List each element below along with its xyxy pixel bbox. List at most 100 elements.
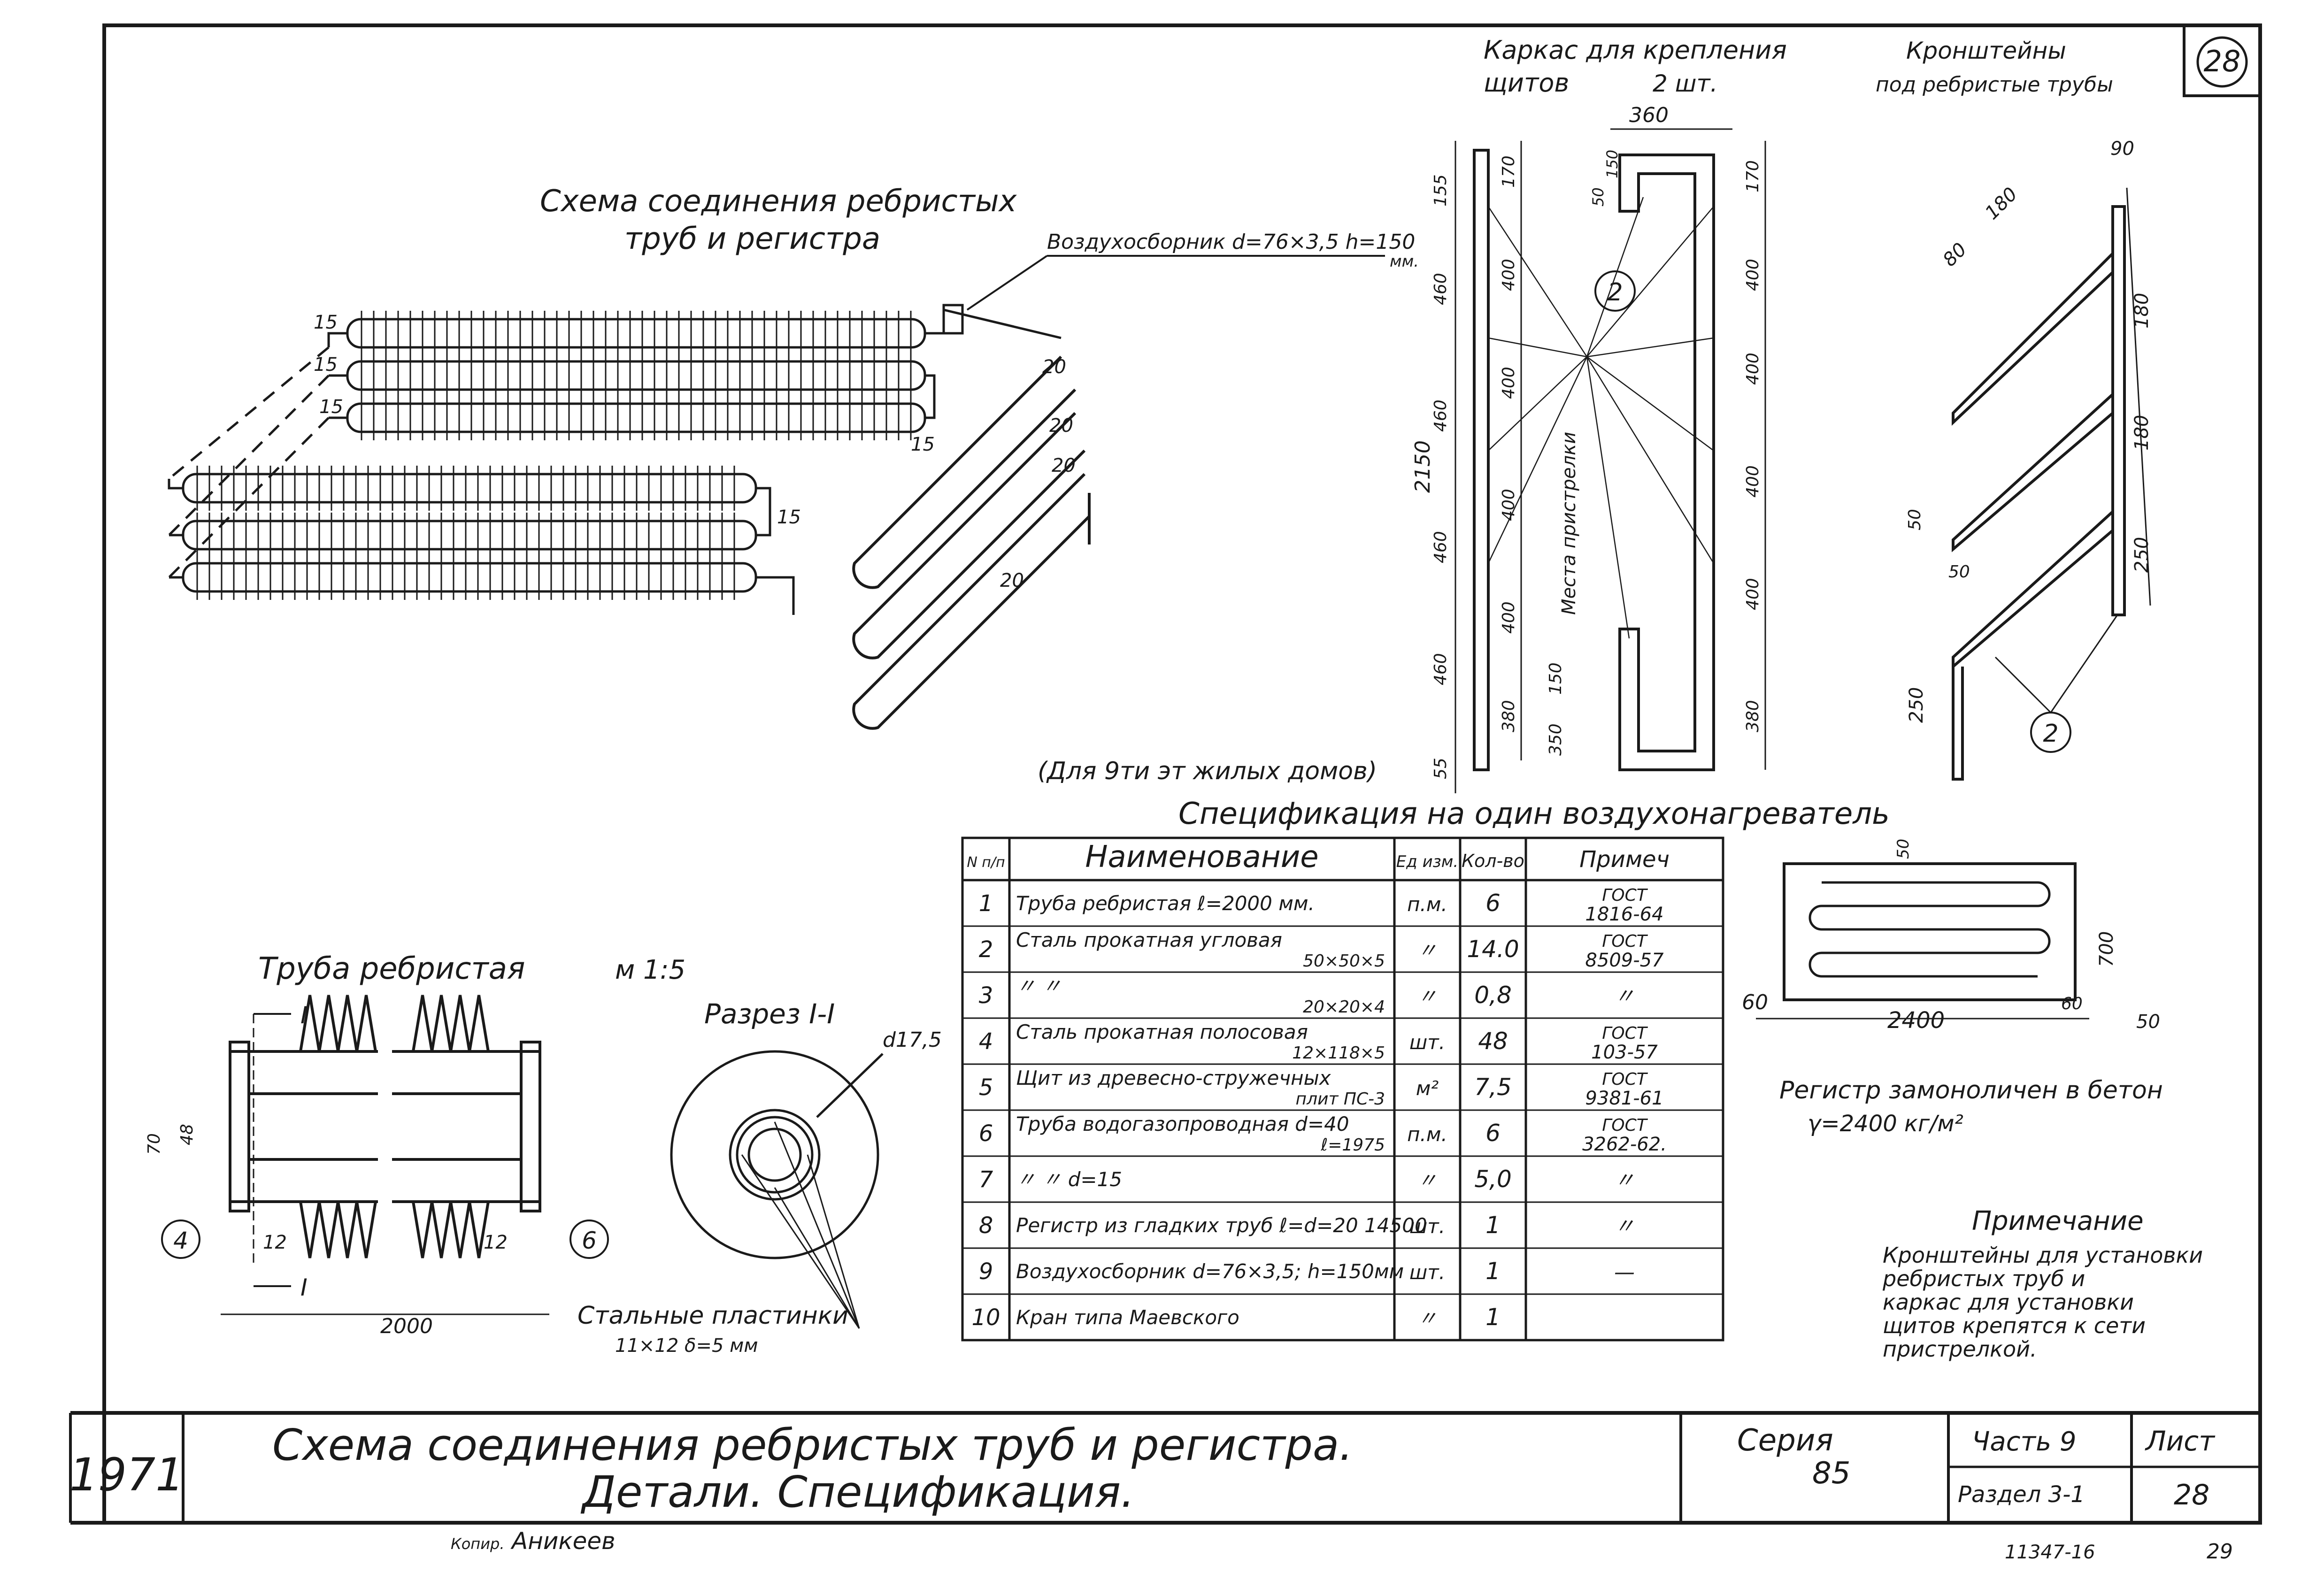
dim-post-3: 400 [1499, 489, 1518, 521]
register-detail: 60 2400 60 50 700 50 Регистр замоноличен… [1742, 839, 2163, 1137]
spec-row-unit: 〃 [1417, 939, 1437, 962]
register-caption-line1: Регистр замоноличен в бетон [1779, 1076, 2163, 1104]
section-title: Разрез I-I [704, 998, 835, 1030]
register-dim-4: 700 [2096, 931, 2117, 967]
section-circles [670, 1050, 884, 1259]
spec-row-unit: п.м. [1407, 893, 1447, 916]
dim-15-c: 15 [319, 396, 343, 418]
pipe-dim-70: 70 [145, 1133, 164, 1155]
spec-row-note: 〃 [1614, 1214, 1635, 1238]
frame-post [1454, 141, 1522, 793]
spec-row-num: 4 [979, 1028, 993, 1055]
frame-width-dim: 360 [1629, 103, 1669, 127]
spec-row-num: 3 [979, 982, 993, 1009]
series-value: 85 [1812, 1456, 1850, 1491]
spec-row-note: 〃 [1614, 1168, 1635, 1192]
pipe-detail-title: Труба ребристая [258, 951, 525, 986]
note-line-0: Кронштейны для установки [1883, 1243, 2203, 1268]
dim-20-b: 20 [1049, 415, 1073, 437]
spec-row-qty: 0,8 [1474, 982, 1512, 1009]
spec-header-0: N п/п [967, 854, 1005, 871]
spec-header-3: Кол-во [1462, 851, 1524, 871]
dim-20-d: 20 [1000, 570, 1024, 591]
dim-15-b: 15 [314, 354, 338, 376]
spec-row-qty: 48 [1478, 1028, 1508, 1055]
plates-label: Стальные пластинки [577, 1302, 848, 1330]
title-block: 1971 Схема соединения ребристых труб и р… [69, 1411, 2260, 1525]
drawing-title-line1: Схема соединения ребристых труб и регист… [272, 1420, 1353, 1470]
spec-table: Спецификация на один воздухонагреватель … [961, 797, 1890, 1342]
section-dim: d17,5 [883, 1028, 942, 1052]
bracket-dim-0: 90 [2110, 138, 2134, 160]
footer: Копир. Аникеев 11347-16 29 [451, 1527, 2233, 1564]
sheet-number-badge: 28 [2183, 24, 2262, 97]
bracket-dim-8: 250 [1906, 687, 1927, 723]
spec-row-num: 10 [971, 1304, 1000, 1331]
brackets-title-line1: Кронштейны [1906, 37, 2066, 64]
dim-post-4: 400 [1499, 601, 1518, 634]
spec-row-note-extra: 1816-64 [1585, 904, 1663, 925]
drawing-title-line2: Детали. Спецификация. [580, 1467, 1134, 1517]
dim-15-d: 15 [911, 434, 935, 455]
spec-row-qty: 5,0 [1474, 1166, 1512, 1193]
pipe-marker-6: 6 [582, 1227, 597, 1254]
spec-row-unit: шт. [1409, 1215, 1445, 1238]
note-line-3: щитов крепятся к сети [1883, 1313, 2146, 1338]
section-detail: Разрез I-I d17,5 Стальные пластинки 11×1… [577, 998, 942, 1357]
spec-header-1: Наименование [1085, 840, 1318, 874]
register-dim-0: 60 [1742, 990, 1768, 1014]
spec-row-name-extra: плит ПС-3 [1296, 1089, 1385, 1109]
spec-row-name: Щит из древесно-стружечных [1016, 1066, 1331, 1089]
sheet-value: 28 [2174, 1479, 2209, 1511]
frame-block: Каркас для крепления щитов 2 шт. 360 215… [1411, 35, 1787, 793]
pipe-dim-12-a: 12 [263, 1232, 287, 1253]
bracket-dim-7: 50 [1948, 562, 1970, 582]
dim-right-0: 170 [1743, 160, 1762, 192]
page-num: 29 [2207, 1540, 2233, 1564]
register-dim-5: 50 [1894, 839, 1913, 859]
bracket-dim-4: 180 [2131, 415, 2153, 451]
spec-row-name: Кран типа Маевского [1016, 1306, 1239, 1329]
frame-qty: 2 шт. [1653, 70, 1717, 97]
shot-label: Места пристрелки [1558, 432, 1580, 615]
dim-left-2: 460 [1431, 399, 1450, 432]
spec-row-note: ГОСТ [1602, 1024, 1648, 1043]
collector-label: Воздухосборник d=76×3,5 h=150 [1047, 230, 1415, 254]
spec-row-note: ГОСТ [1602, 1116, 1648, 1135]
note-line-1: ребристых труб и [1882, 1266, 2085, 1291]
spec-header-2: Ед изм. [1396, 852, 1458, 871]
spec-row-num: 7 [979, 1166, 993, 1193]
spec-row-qty: 1 [1485, 1304, 1501, 1331]
dim-misc-2: 150 [1546, 662, 1565, 695]
dim-post-2: 400 [1499, 367, 1518, 399]
dim-left-1: 460 [1431, 273, 1450, 305]
connection-scheme: Схема соединения ребристых труб и регист… [168, 184, 1419, 785]
register-coil [852, 355, 1091, 730]
scheme-title-line1: Схема соединения ребристых [540, 184, 1017, 219]
spec-row-unit: шт. [1409, 1261, 1445, 1284]
dim-post-1: 400 [1499, 259, 1518, 291]
part-label: Часть 9 [1972, 1427, 2077, 1457]
pipe-dim-12-b: 12 [484, 1232, 508, 1253]
dim-post-5: 380 [1499, 700, 1518, 732]
register-dim-1: 2400 [1887, 1007, 1945, 1034]
dim-left-4: 460 [1431, 653, 1450, 685]
scheme-note: (Для 9ти эт жилых домов) [1038, 757, 1377, 785]
collector-unit: мм. [1390, 252, 1419, 271]
spec-row-unit: 〃 [1417, 985, 1437, 1008]
spec-row-num: 9 [979, 1258, 993, 1285]
pipe-dim-48: 48 [177, 1124, 197, 1145]
bracket-dim-6: 50 [1905, 509, 1924, 530]
spec-row-num: 5 [979, 1074, 993, 1101]
dim-left-5: 55 [1431, 758, 1450, 779]
spec-title: Спецификация на один воздухонагреватель [1178, 797, 1890, 831]
note-block: Примечание Кронштейны для установки ребр… [1882, 1206, 2203, 1362]
spec-row-name: Регистр из гладких труб ℓ=d=20 14500 [1016, 1214, 1427, 1237]
spec-row-unit: 〃 [1417, 1307, 1437, 1330]
dim-15-e: 15 [777, 506, 801, 528]
pipe-detail: Труба ребристая м 1:5 I I 2000 70 48 12 … [145, 951, 685, 1338]
scheme-title-line2: труб и регистра [624, 222, 880, 256]
spec-row-name: 〃 〃 [1016, 974, 1062, 997]
spec-row-note-extra: 103-57 [1591, 1042, 1658, 1063]
bracket-marker: 2 [2043, 720, 2058, 748]
